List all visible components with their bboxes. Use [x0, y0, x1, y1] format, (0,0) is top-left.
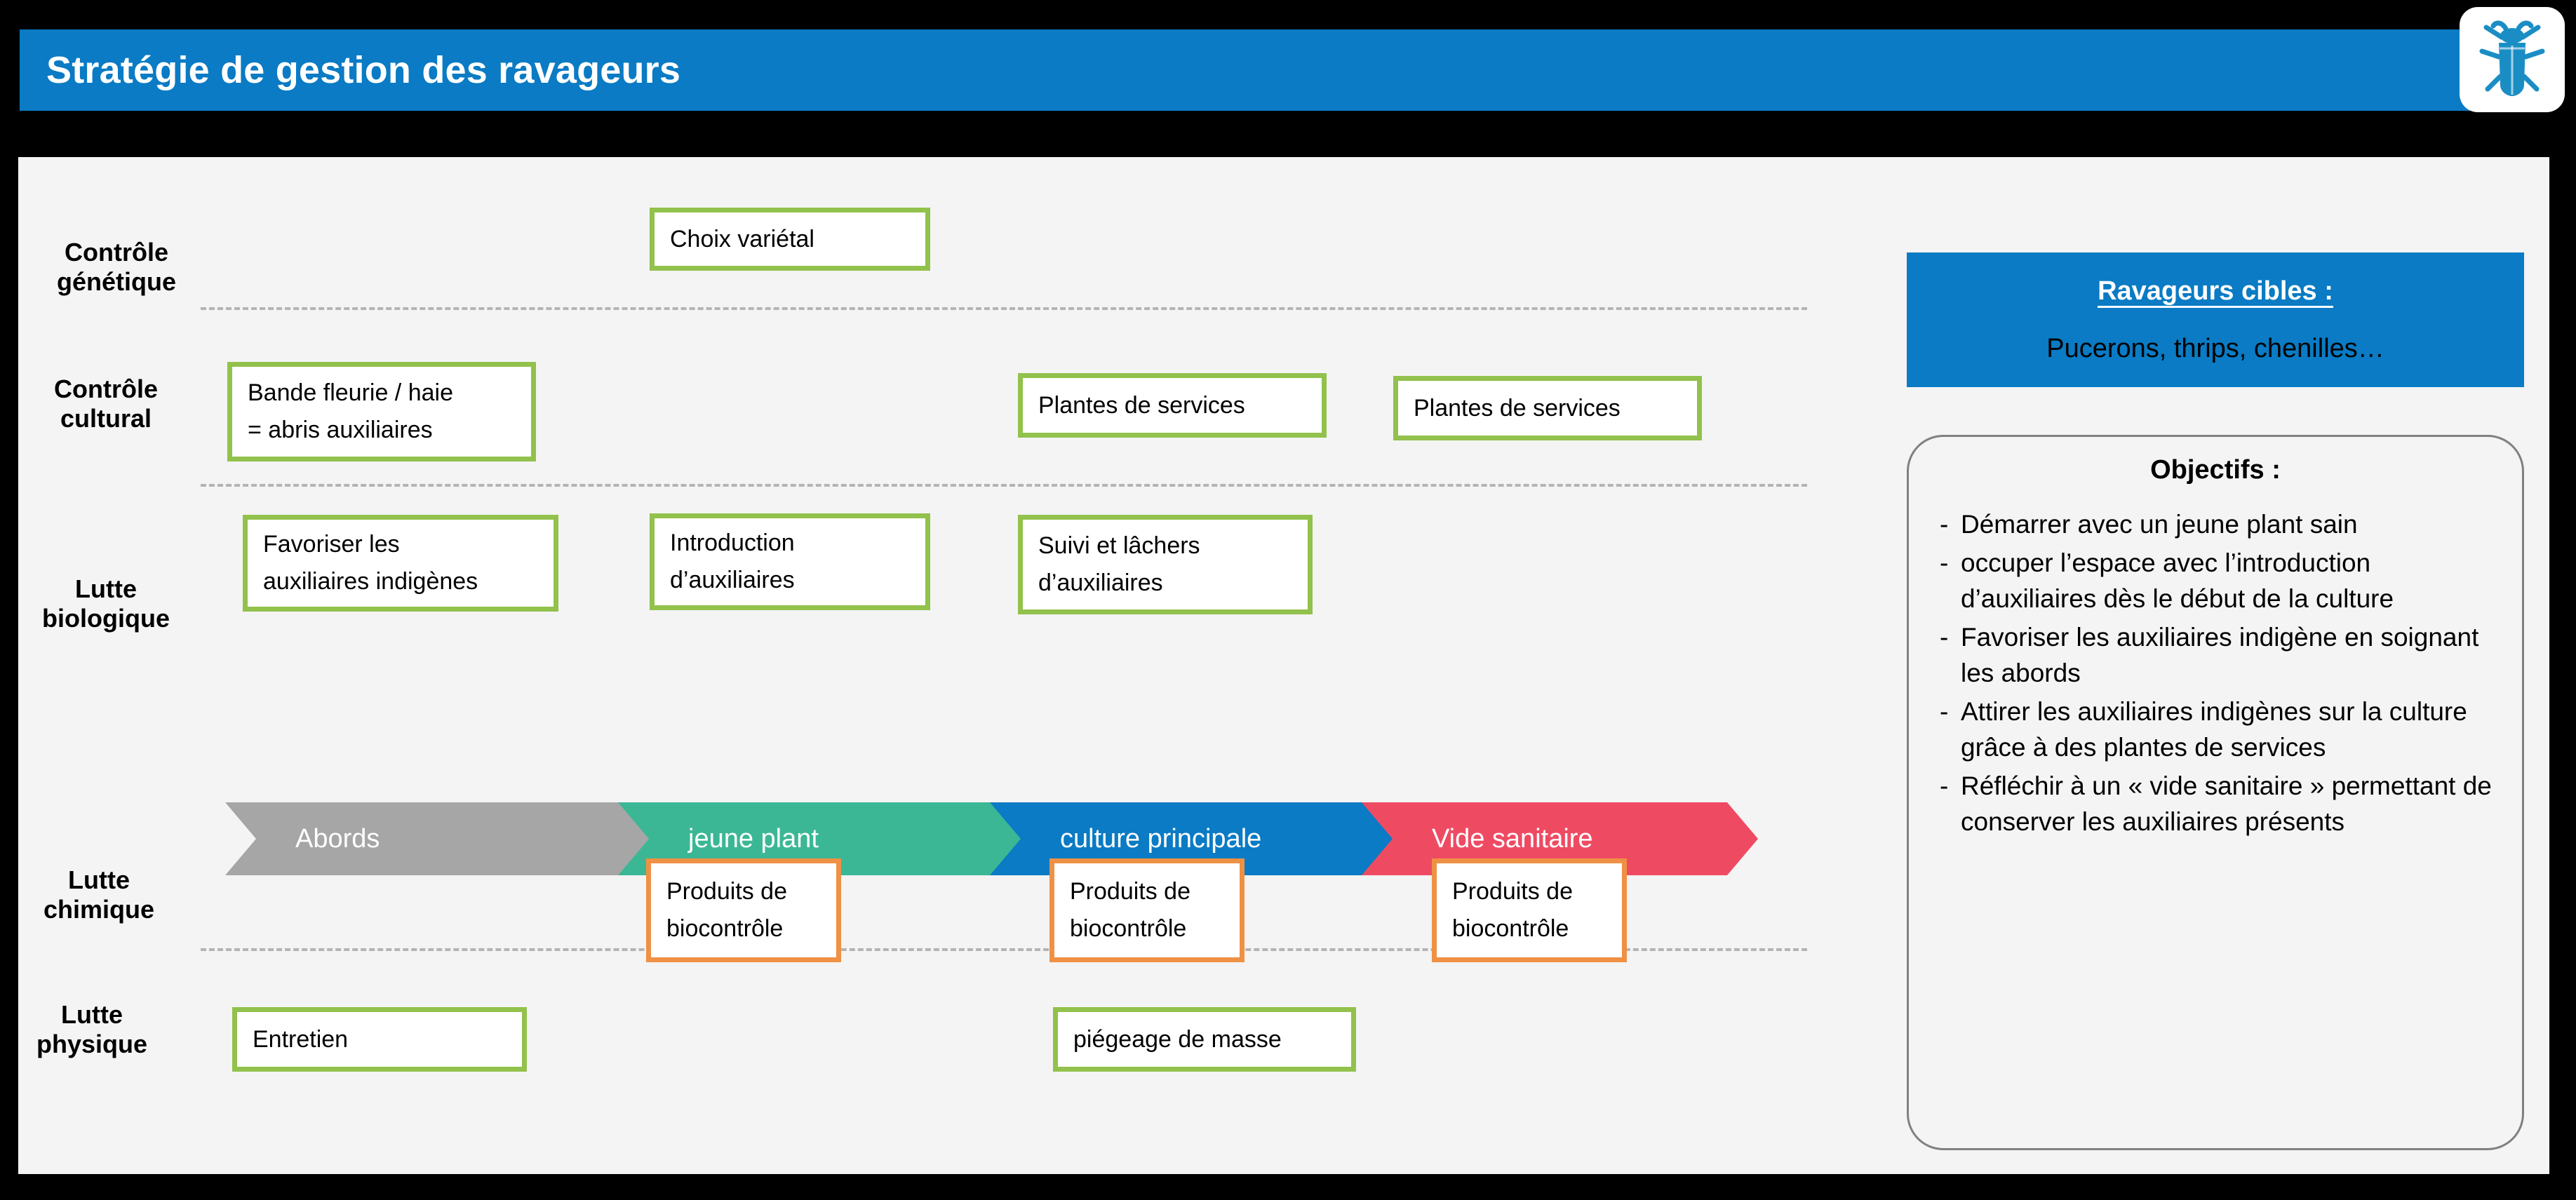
row-label-line1: Lutte	[75, 574, 137, 603]
row-label-lutte-chimique: Lutte chimique	[0, 865, 204, 924]
bullet-dash-icon: -	[1940, 697, 1949, 727]
box-introduction-auxiliaires[interactable]: Introduction d’auxiliaires	[650, 513, 930, 610]
objectif-text: Réfléchir à un « vide sanitaire » permet…	[1961, 771, 2492, 837]
objectif-list-item: - Démarrer avec un jeune plant sain	[1930, 506, 2501, 542]
box-biocontrole-1[interactable]: Produits de biocontrôle	[646, 858, 841, 962]
row-label-controle-cultural: Contrôle cultural	[1, 375, 211, 433]
box-label: Produits de biocontrôle	[1070, 878, 1190, 942]
bullet-dash-icon: -	[1940, 510, 1949, 539]
bullet-dash-icon: -	[1940, 623, 1949, 652]
row-label-line1: Lutte	[68, 865, 130, 894]
bullet-dash-icon: -	[1940, 771, 1949, 801]
row-separator-1	[201, 307, 1807, 310]
row-separator-3	[201, 948, 1807, 951]
row-label-line1: Contrôle	[54, 375, 158, 403]
objectif-text: occuper l’espace avec l’introduction d’a…	[1961, 548, 2394, 614]
objectif-list-item: - Favoriser les auxiliaires indigène en …	[1930, 619, 2501, 691]
row-label-line1: Lutte	[61, 1000, 123, 1029]
row-label-lutte-physique: Lutte physique	[0, 1000, 197, 1059]
timeline-stage-label: culture principale	[1060, 823, 1262, 854]
row-label-line2: cultural	[60, 403, 152, 433]
box-biocontrole-3[interactable]: Produits de biocontrôle	[1432, 858, 1627, 962]
objectif-text: Favoriser les auxiliaires indigène en so…	[1961, 623, 2479, 688]
ravageurs-cibles-list: Pucerons, thrips, chenilles…	[2046, 333, 2384, 363]
timeline-stage-label: Abords	[295, 823, 380, 854]
box-label: Suivi et lâchers d’auxiliaires	[1038, 532, 1200, 596]
box-plantes-services-2[interactable]: Plantes de services	[1393, 376, 1702, 440]
row-label-line2: génétique	[56, 267, 176, 296]
row-separator-2	[201, 484, 1807, 487]
box-label: Bande fleurie / haie = abris auxiliaires	[248, 379, 453, 443]
row-label-line1: Contrôle	[65, 238, 168, 267]
box-label: Favoriser les auxiliaires indigènes	[263, 531, 478, 595]
title-banner: Stratégie de gestion des ravageurs	[20, 29, 2517, 111]
timeline-stage-label: Vide sanitaire	[1432, 823, 1593, 854]
objectif-list-item: - Attirer les auxiliaires indigènes sur …	[1930, 694, 2501, 765]
box-plantes-services-1[interactable]: Plantes de services	[1018, 373, 1327, 438]
beetle-logo-badge	[2460, 7, 2565, 112]
timeline-stage-label: jeune plant	[688, 823, 819, 854]
box-label: Plantes de services	[1414, 394, 1621, 422]
row-label-lutte-biologique: Lutte biologique	[1, 574, 211, 633]
timeline-stage-abords[interactable]: Abords	[225, 802, 653, 875]
objectifs-title: Objectifs :	[2150, 455, 2281, 485]
box-piegeage-de-masse[interactable]: piégeage de masse	[1053, 1007, 1356, 1072]
box-bande-fleurie[interactable]: Bande fleurie / haie = abris auxiliaires	[227, 362, 536, 461]
row-label-line2: physique	[36, 1029, 148, 1058]
row-label-line2: biologique	[42, 603, 170, 633]
row-label-controle-genetique: Contrôle génétique	[11, 238, 222, 297]
box-choix-varietal[interactable]: Choix variétal	[650, 208, 930, 271]
box-label: Introduction d’auxiliaires	[670, 530, 795, 593]
ravageurs-cibles-panel: Ravageurs cibles : Pucerons, thrips, che…	[1907, 252, 2524, 387]
objectif-list-item: - Réfléchir à un « vide sanitaire » perm…	[1930, 768, 2501, 840]
box-label: Choix variétal	[670, 225, 814, 252]
box-suivi-lachers[interactable]: Suivi et lâchers d’auxiliaires	[1018, 515, 1313, 614]
beetle-icon	[2479, 20, 2545, 96]
objectif-text: Démarrer avec un jeune plant sain	[1961, 510, 2358, 539]
box-favoriser-auxiliaires[interactable]: Favoriser les auxiliaires indigènes	[243, 515, 558, 612]
page-title: Stratégie de gestion des ravageurs	[46, 49, 681, 91]
objectif-text: Attirer les auxiliaires indigènes sur la…	[1961, 697, 2467, 762]
box-label: Produits de biocontrôle	[666, 878, 787, 942]
box-entretien[interactable]: Entretien	[232, 1007, 527, 1072]
ravageurs-cibles-title: Ravageurs cibles :	[2098, 276, 2333, 306]
box-biocontrole-2[interactable]: Produits de biocontrôle	[1049, 858, 1245, 962]
box-label: Plantes de services	[1038, 391, 1245, 419]
row-label-line2: chimique	[43, 894, 155, 924]
objectifs-panel: Objectifs : - Démarrer avec un jeune pla…	[1907, 435, 2524, 1150]
box-label: Entretien	[253, 1025, 349, 1053]
objectif-list-item: - occuper l’espace avec l’introduction d…	[1930, 545, 2501, 616]
bullet-dash-icon: -	[1940, 548, 1949, 578]
box-label: piégeage de masse	[1073, 1025, 1282, 1053]
box-label: Produits de biocontrôle	[1452, 878, 1573, 942]
